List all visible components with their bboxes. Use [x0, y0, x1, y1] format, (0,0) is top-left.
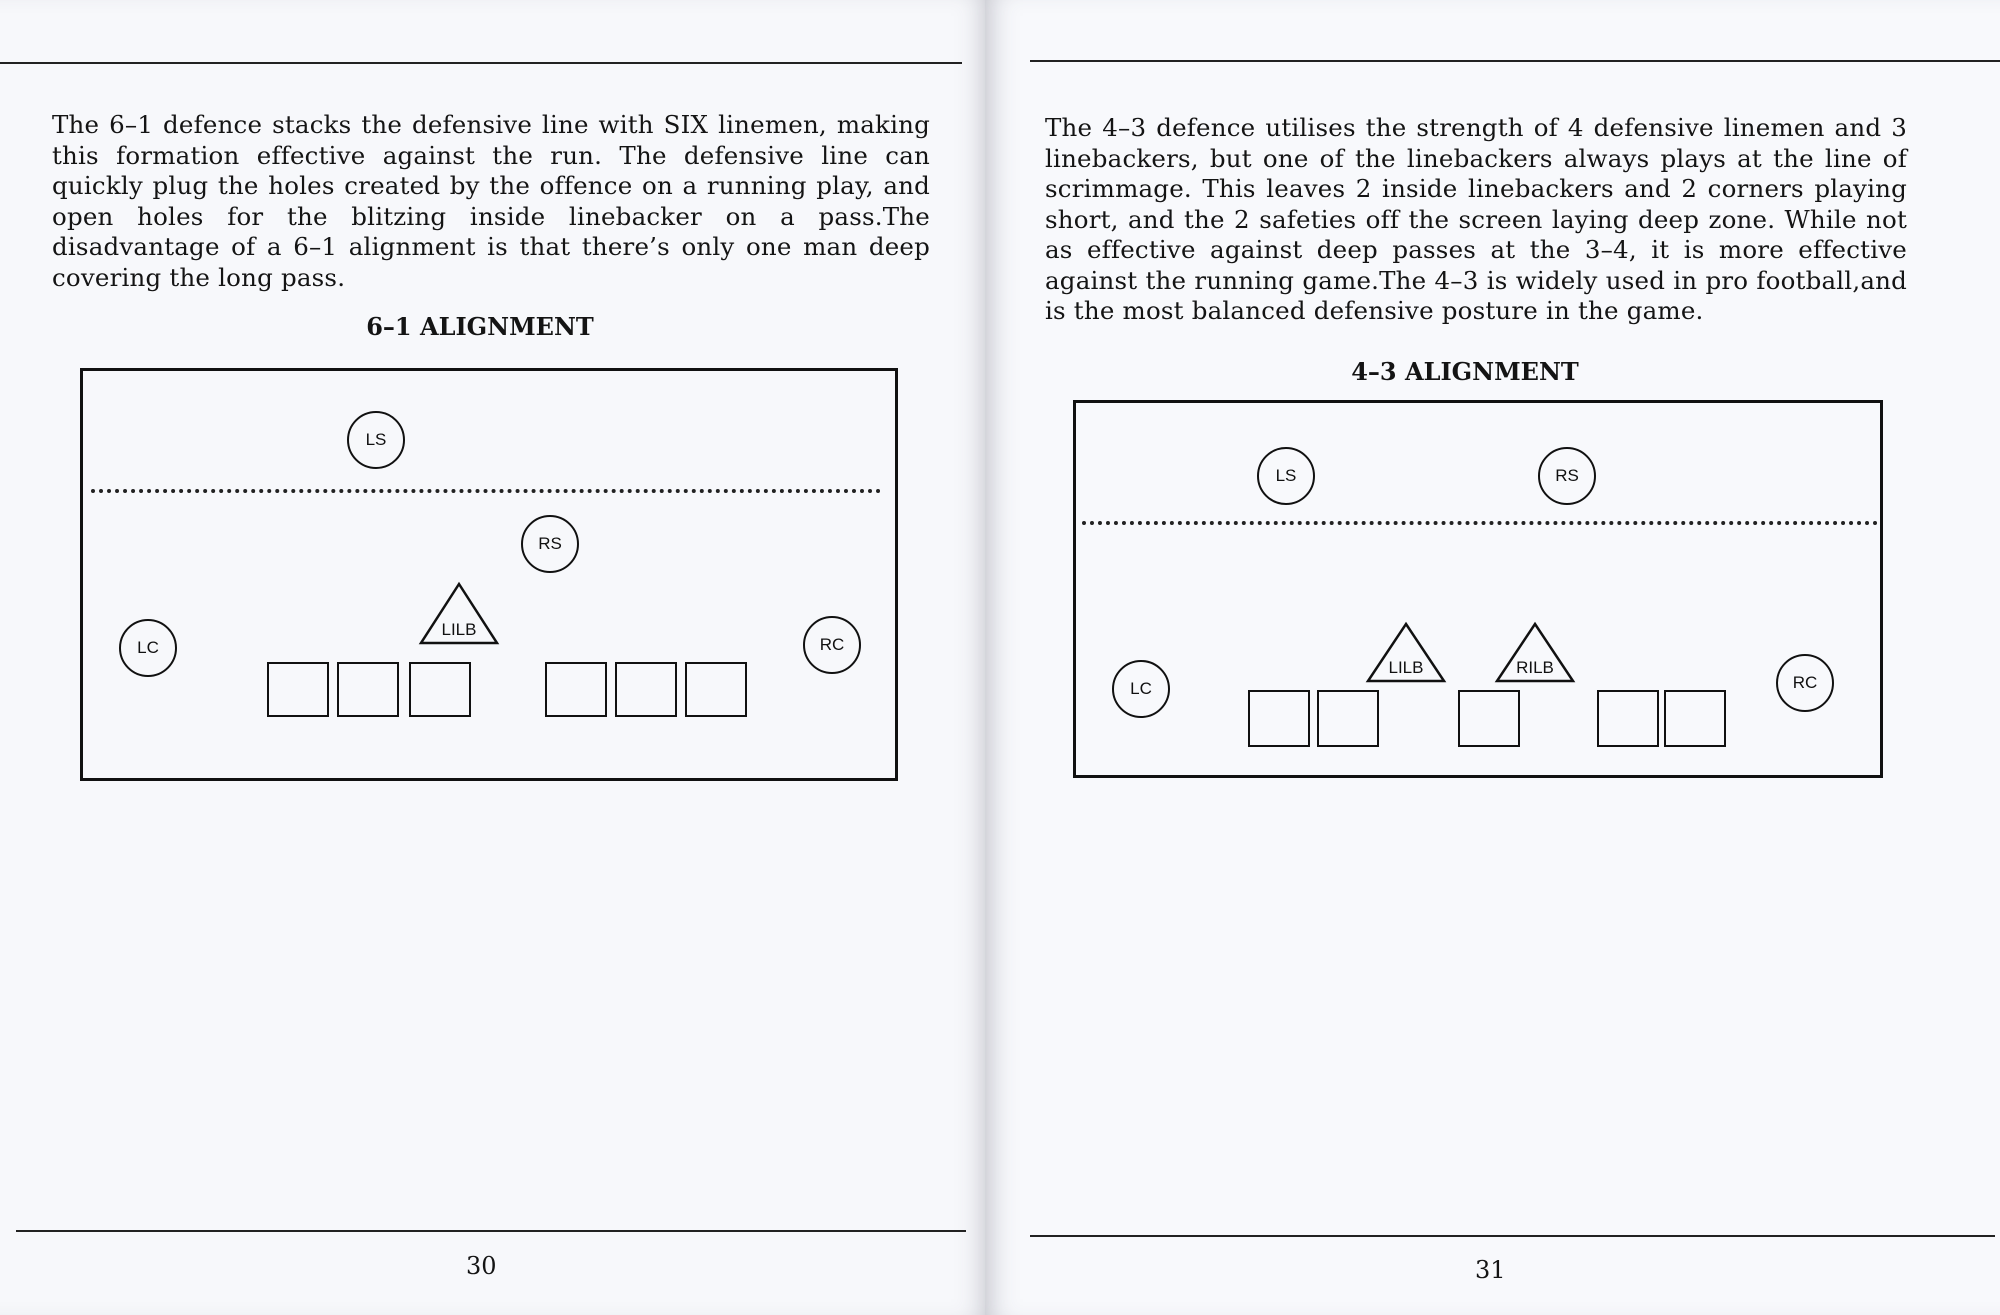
right-page: The 4–3 defence utilises the strength of… [985, 0, 2000, 1315]
player-lilb: LILB [1364, 620, 1448, 684]
left-paragraph: The 6–1 defence stacks the defensive lin… [52, 110, 930, 292]
player-ls: LS [1257, 447, 1315, 505]
triangle-shape [1494, 621, 1576, 683]
page-number: 30 [466, 1252, 497, 1280]
player-lc: LC [1112, 660, 1170, 718]
left-heading: 6–1 ALIGNMENT [366, 312, 594, 341]
lineman-3 [409, 662, 471, 717]
bottom-rule [1030, 1235, 1995, 1237]
triangle-shape [418, 581, 500, 645]
lineman-2 [1317, 690, 1379, 747]
player-lc: LC [119, 619, 177, 677]
right-paragraph: The 4–3 defence utilises the strength of… [1045, 113, 1907, 325]
page-number: 31 [1475, 1256, 1506, 1284]
lineman-5 [615, 662, 677, 717]
right-diagram-field: LS RS LILB RILB LC RC [1073, 400, 1883, 778]
top-rule [0, 62, 962, 64]
lineman-1 [1248, 690, 1310, 747]
player-rs: RS [1538, 447, 1596, 505]
right-heading: 4–3 ALIGNMENT [1351, 357, 1579, 386]
left-page: The 6–1 defence stacks the defensive lin… [0, 0, 985, 1315]
line-of-scrimmage [1082, 521, 1878, 525]
lineman-2 [337, 662, 399, 717]
top-rule [1030, 60, 2000, 62]
lineman-5 [1664, 690, 1726, 747]
lineman-4 [1597, 690, 1659, 747]
line-of-scrimmage [91, 489, 881, 493]
lineman-3 [1458, 690, 1520, 747]
bottom-rule [16, 1230, 966, 1232]
triangle-shape [1365, 621, 1447, 683]
player-rc: RC [803, 616, 861, 674]
player-ls: LS [347, 411, 405, 469]
player-rs: RS [521, 515, 579, 573]
lineman-6 [685, 662, 747, 717]
lineman-1 [267, 662, 329, 717]
player-rilb: RILB [1493, 620, 1577, 684]
player-lilb: LILB [417, 580, 501, 646]
player-rc: RC [1776, 654, 1834, 712]
lineman-4 [545, 662, 607, 717]
left-diagram-field: LS RS LILB LC RC [80, 368, 898, 781]
